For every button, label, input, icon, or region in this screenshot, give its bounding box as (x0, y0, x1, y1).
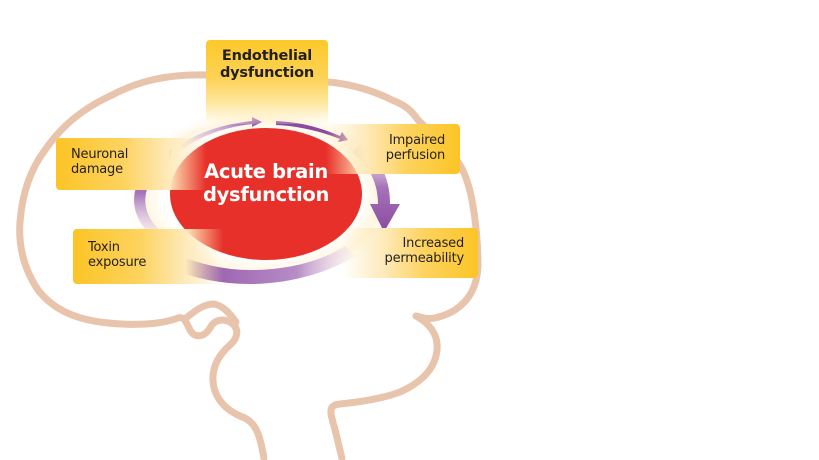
factor-label-line1: Neuronal (71, 147, 129, 162)
factor-label-line2: exposure (88, 255, 147, 271)
brain-outline (16, 71, 482, 460)
factor-label-line2: perfusion (385, 148, 445, 164)
center-ellipse (170, 128, 362, 260)
factor-label-line1: Impaired (388, 133, 445, 148)
brain-temporal-notch (182, 300, 240, 326)
center-label-line2: dysfunction (202, 183, 330, 207)
center-label-line1: Acute brain (204, 160, 328, 183)
factor-box-impaired-perfusion: Impaired perfusion (326, 124, 460, 174)
center-label: Acute brain dysfunction (168, 160, 364, 207)
factor-box-endothelial-dysfunction: Endothelial dysfunction (206, 40, 328, 124)
factor-label-line2: permeability (384, 251, 465, 267)
factor-box-neuronal-damage: Neuronal damage (56, 138, 206, 190)
brain-cerebrum-outline-right (324, 78, 482, 322)
factor-label-line2: damage (71, 162, 123, 178)
arrow-perfusion-to-permeability (352, 142, 400, 232)
factor-label-line2: dysfunction (220, 65, 314, 82)
factor-label-line1: Toxin (88, 240, 120, 255)
factor-label-line1: Endothelial (221, 48, 313, 64)
factor-label-line1: Increased (402, 236, 465, 251)
brain-cerebrum-outline (16, 71, 268, 460)
arrow-neuronal-to-endothelial (180, 117, 262, 148)
arrow-toxin-to-neuronal (134, 150, 172, 236)
brain-cerebellum-outline (327, 312, 441, 460)
arrow-endothelial-to-perfusion (276, 121, 348, 142)
factor-box-increased-permeability: Increased permeability (343, 228, 478, 278)
factor-box-toxin-exposure: Toxin exposure (73, 229, 223, 284)
